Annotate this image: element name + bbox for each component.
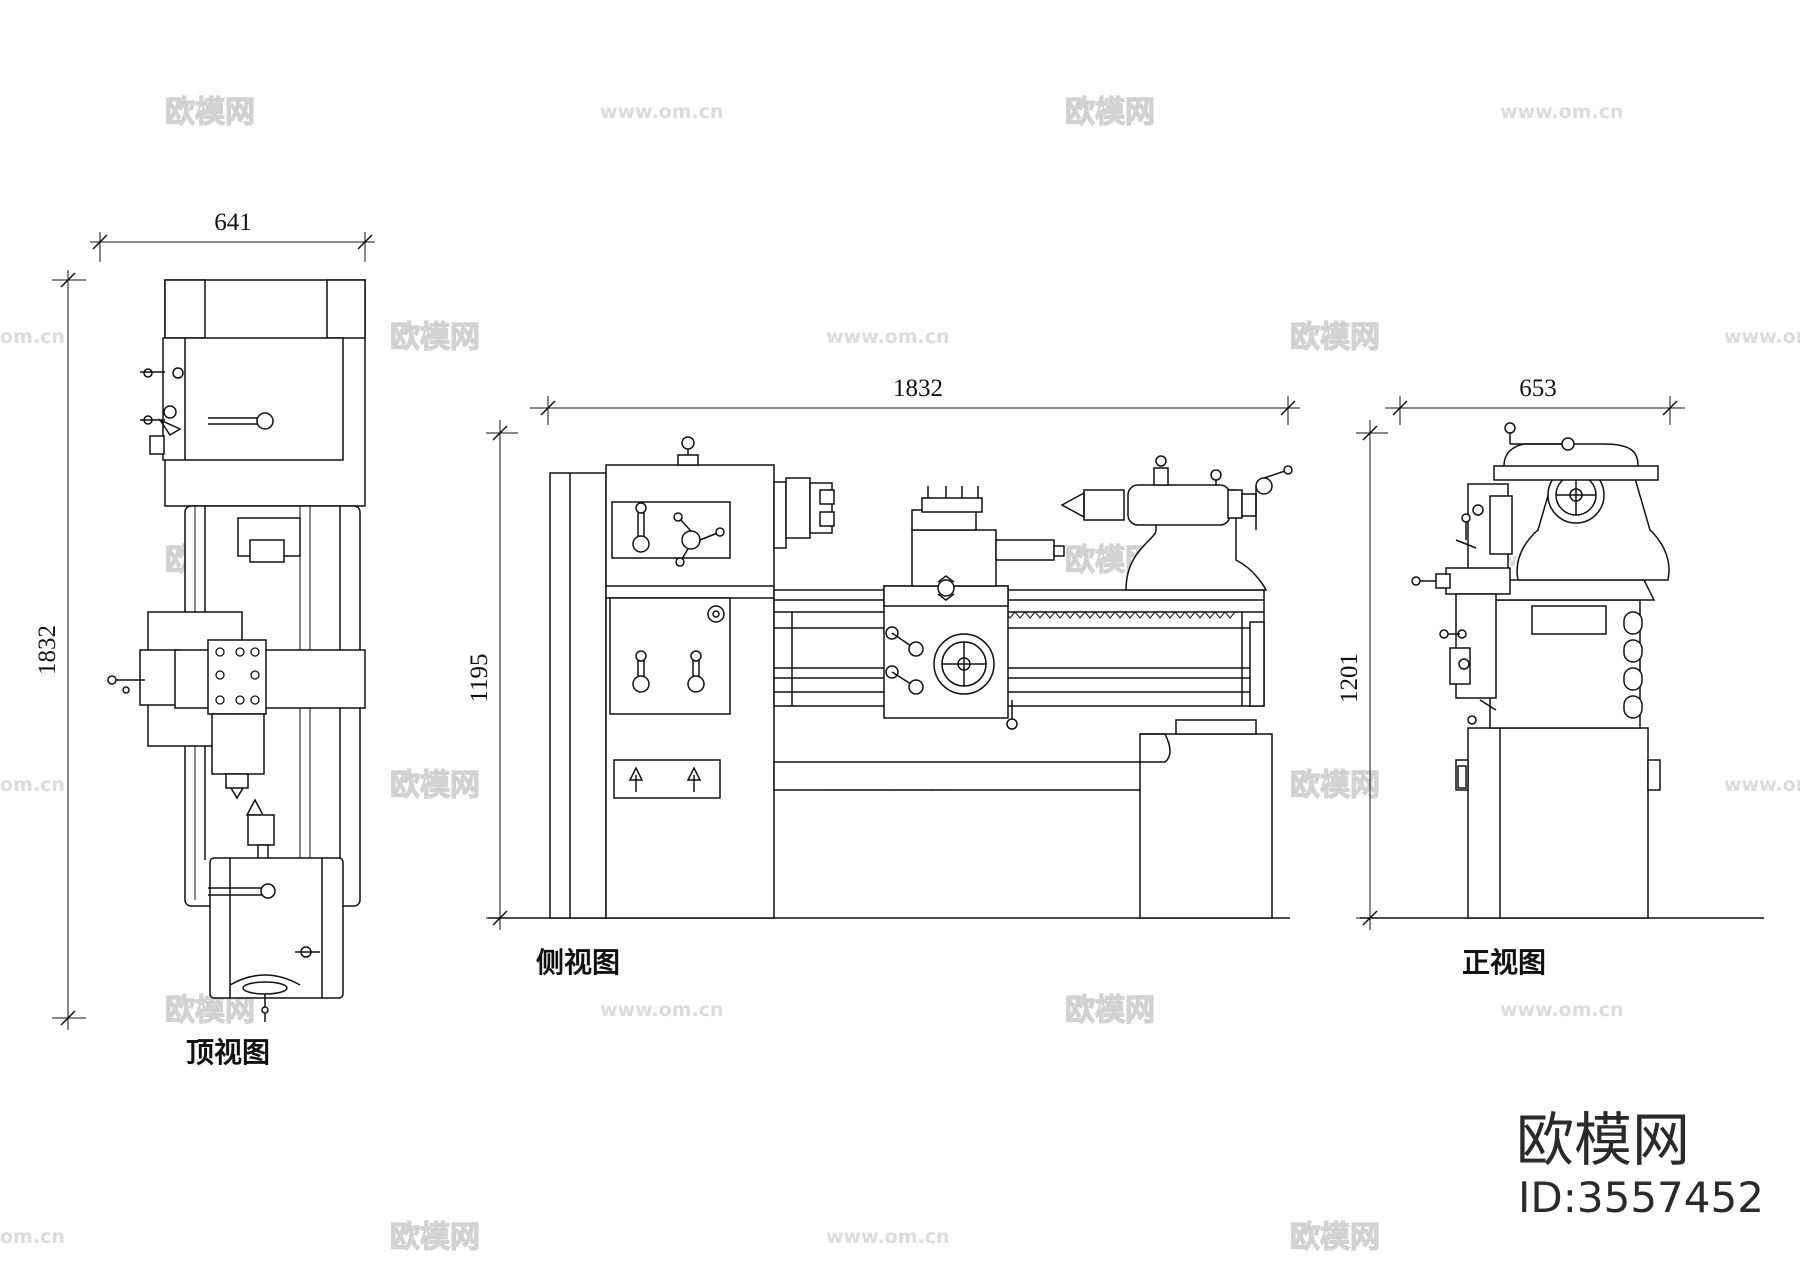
brand-id-label: ID:3557452 [1518, 1173, 1764, 1222]
handle-knob-icon [260, 883, 276, 899]
front-carriage [1445, 567, 1511, 595]
front-base [1467, 727, 1649, 919]
watermark-url-edge: om.cn [0, 774, 65, 796]
front-view-width-label: 653 [1519, 375, 1557, 402]
side-view-length-label: 1832 [893, 375, 943, 402]
watermark-url: www.om.cn [1500, 101, 1624, 123]
watermark-url: www.om.cn [600, 999, 724, 1021]
top-view-width-dimension: 641 [90, 209, 375, 262]
front-view-height-dimension: 1201 [1336, 420, 1388, 930]
side-bed [773, 589, 1265, 707]
watermark-cn: 欧模网 [1290, 1220, 1380, 1255]
side-chuck [785, 477, 811, 539]
top-view: 641 1832 [34, 209, 375, 1069]
handle-knob-icon [256, 412, 274, 430]
top-view-length-label: 1832 [34, 625, 61, 675]
side-toolpost [911, 529, 997, 587]
side-lever-icons [632, 502, 725, 693]
watermark-cn: 欧模网 [1290, 320, 1380, 355]
top-tailstock [209, 857, 344, 999]
watermark-cn: 欧模网 [1065, 993, 1155, 1028]
side-view-height-dimension: 1195 [466, 420, 518, 930]
side-view-height-label: 1195 [466, 653, 493, 702]
side-tailstock-quill [1127, 484, 1231, 526]
watermark-cn: 欧模网 [390, 320, 480, 355]
front-view-width-dimension: 653 [1385, 375, 1685, 425]
brand-block: 欧模网 ID:3557452 [1516, 1106, 1764, 1222]
front-view-caption: 正视图 [1462, 946, 1546, 979]
top-view-caption: 顶视图 [186, 1036, 270, 1069]
side-view-caption: 侧视图 [536, 946, 620, 979]
side-rear-panel [549, 472, 607, 919]
top-gearbox [162, 337, 344, 461]
watermark-url: www.om.cn [1500, 999, 1624, 1021]
side-view: 1832 1195 [466, 375, 1300, 979]
top-cross-slide [174, 649, 366, 709]
side-chip-tray [773, 761, 1177, 791]
top-view-width-label: 641 [214, 209, 252, 236]
watermark-url: www.om.cn [1724, 774, 1800, 796]
watermark-cn: 欧模网 [165, 95, 255, 130]
front-view-height-label: 1201 [1336, 653, 1363, 703]
front-view: 653 1201 [1336, 375, 1764, 979]
top-headstock-corner [164, 279, 206, 339]
watermark-url-edge: om.cn [0, 1226, 65, 1248]
watermark-cn: 欧模网 [390, 768, 480, 803]
side-right-pedestal [1139, 733, 1273, 919]
side-switch-panel [613, 759, 721, 799]
top-view-length-dimension: 1832 [34, 270, 86, 1030]
watermark-url-edge: om.cn [0, 326, 65, 348]
side-gear-cover [611, 501, 731, 559]
watermark-url: www.om.cn [600, 101, 724, 123]
watermark-url: www.om.cn [826, 326, 950, 348]
watermark-cn: 欧模网 [1065, 95, 1155, 130]
brand-logo-text: 欧模网 [1516, 1106, 1690, 1174]
side-rack [1004, 611, 1236, 619]
watermark-url: www.om.cn [826, 1226, 950, 1248]
watermark-url: www.om.cn [1724, 326, 1800, 348]
watermark-cn: 欧模网 [390, 1220, 480, 1255]
side-center-icon [1060, 491, 1085, 519]
side-view-length-dimension: 1832 [530, 375, 1300, 425]
watermark-cn: 欧模网 [1290, 768, 1380, 803]
top-headstock-corner [326, 279, 366, 339]
top-lever-group [140, 367, 184, 455]
